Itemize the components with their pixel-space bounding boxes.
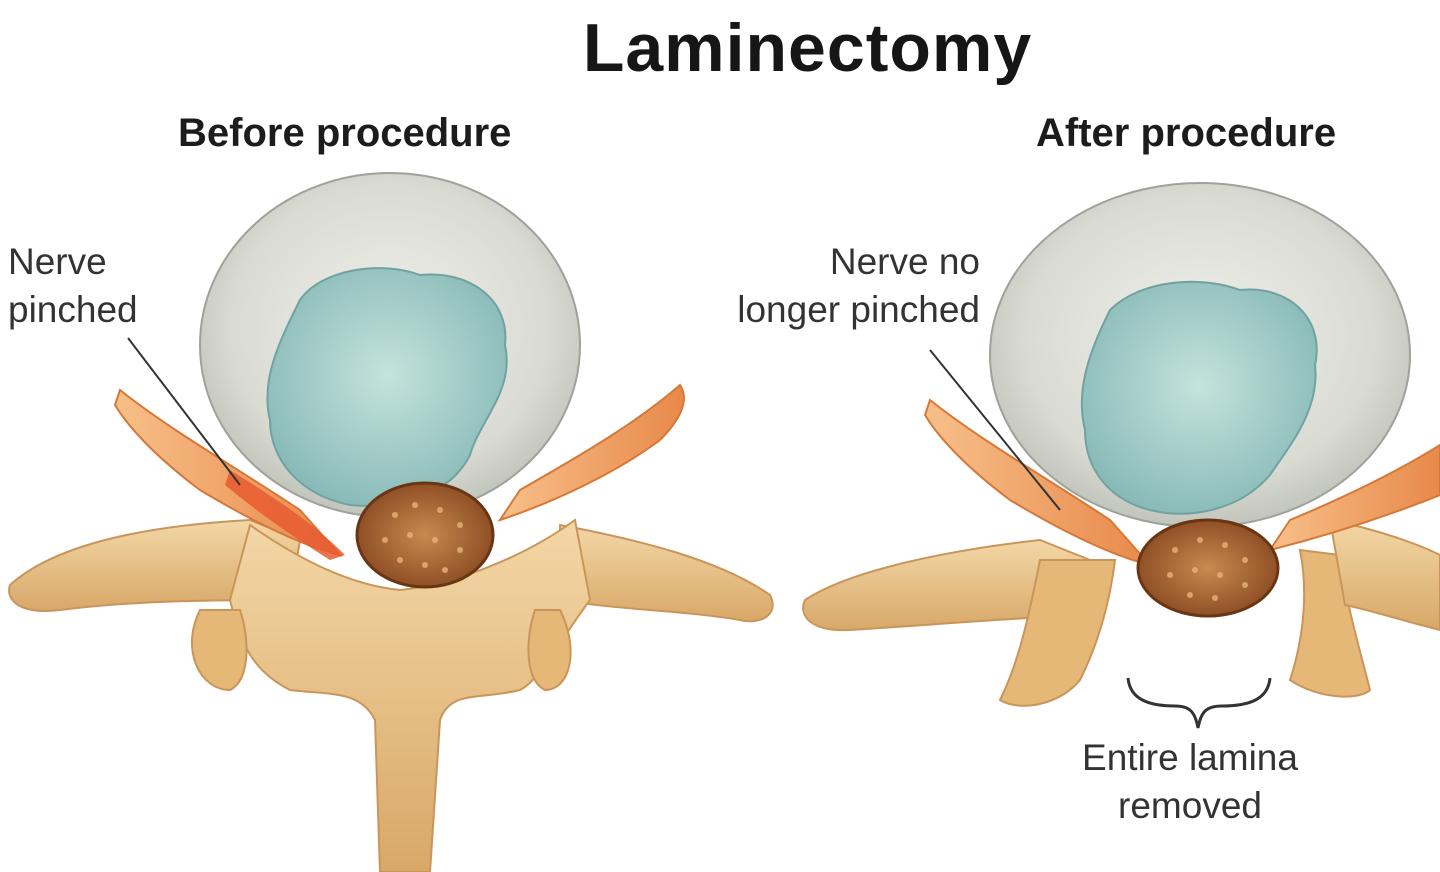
- after-left-pedicle: [998, 559, 1117, 707]
- after-callout-line: [929, 349, 1061, 511]
- before-right-nerve-root: [497, 383, 685, 522]
- nerve-pinched-label: Nerve pinched: [8, 241, 138, 330]
- after-right-transverse-process: [1328, 518, 1440, 632]
- lamina-removed-bracket: [1126, 677, 1272, 729]
- after-procedure-heading: After procedure: [1036, 111, 1337, 155]
- after-cord-texture: [1167, 537, 1248, 601]
- before-callout-line: [127, 337, 241, 486]
- after-right-pedicle: [1288, 548, 1372, 698]
- before-cord-texture: [382, 502, 463, 573]
- before-procedure-heading: Before procedure: [178, 111, 512, 155]
- before-pinched-zone: [225, 470, 345, 560]
- entire-lamina-removed-label: Entire lamina removed: [1082, 737, 1298, 826]
- before-left-facet: [190, 609, 248, 692]
- before-vertebra: [8, 518, 774, 872]
- after-nucleus-pulposus: [1080, 280, 1318, 515]
- before-lamina-spinous-process: [228, 518, 592, 872]
- page-title: Laminectomy: [582, 10, 1033, 86]
- before-nucleus-pulposus: [266, 267, 508, 507]
- before-right-facet: [527, 609, 572, 692]
- after-vertebra: [802, 518, 1440, 707]
- nerve-no-longer-pinched-label: Nerve no longer pinched: [737, 241, 980, 330]
- before-spinal-cord: [355, 481, 495, 589]
- before-right-transverse-process: [559, 523, 774, 623]
- after-spinal-cord: [1136, 518, 1280, 618]
